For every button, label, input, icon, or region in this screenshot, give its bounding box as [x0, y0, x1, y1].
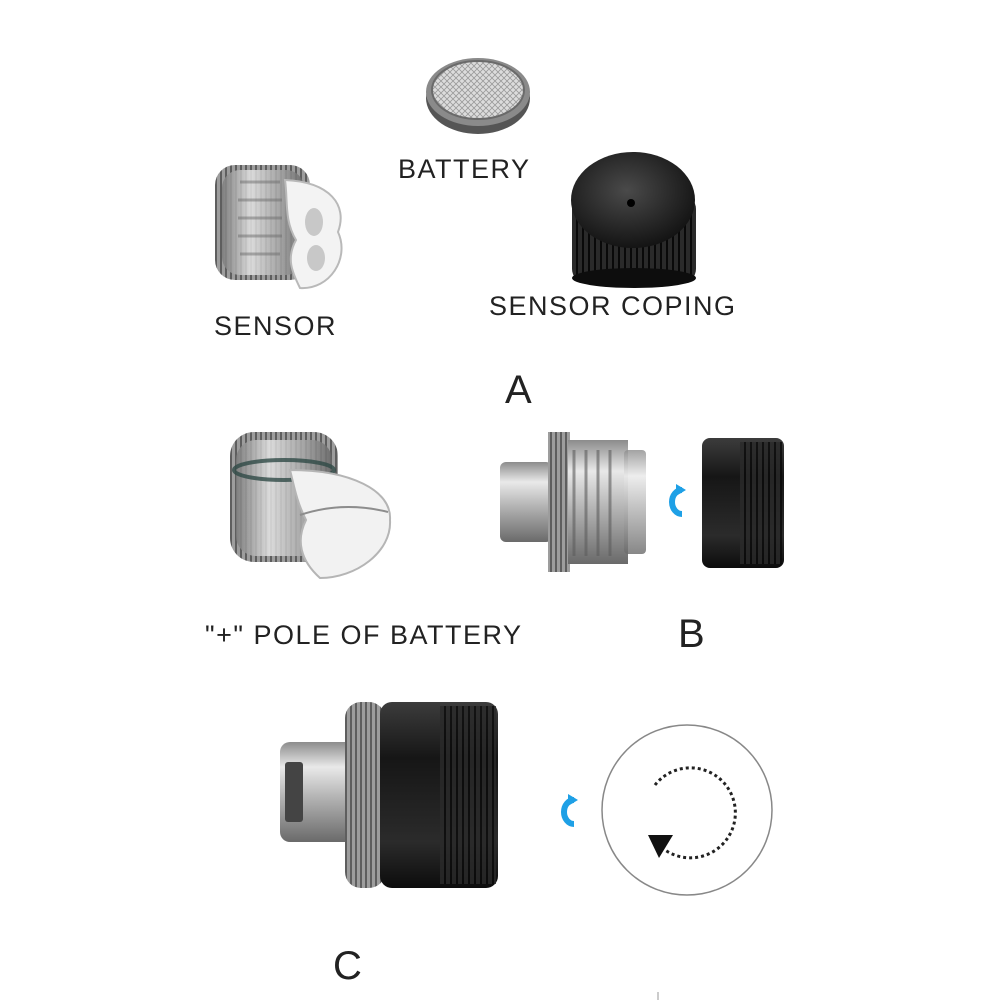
step-c-label: C — [333, 944, 362, 988]
step-a-label: A — [505, 368, 532, 412]
cap-side-view — [702, 438, 784, 568]
step-b-label: B — [678, 612, 705, 656]
sensor-coping-cap — [571, 152, 696, 288]
rotate-counterclockwise-icon — [601, 724, 773, 896]
sensor-coping-label: SENSOR COPING — [489, 291, 737, 321]
sensor-side-view — [500, 432, 646, 572]
plus-pole-label: "+" POLE OF BATTERY — [205, 620, 523, 650]
sensor-body — [215, 165, 343, 290]
sensor-label: SENSOR — [214, 311, 338, 341]
battery-coin-cell — [426, 58, 530, 134]
sensor-with-battery — [230, 432, 392, 580]
insert-arrow-icon-c — [561, 794, 578, 827]
insert-arrow-icon — [669, 484, 686, 517]
battery-label: BATTERY — [398, 154, 531, 184]
assembled-sensor — [280, 702, 498, 888]
